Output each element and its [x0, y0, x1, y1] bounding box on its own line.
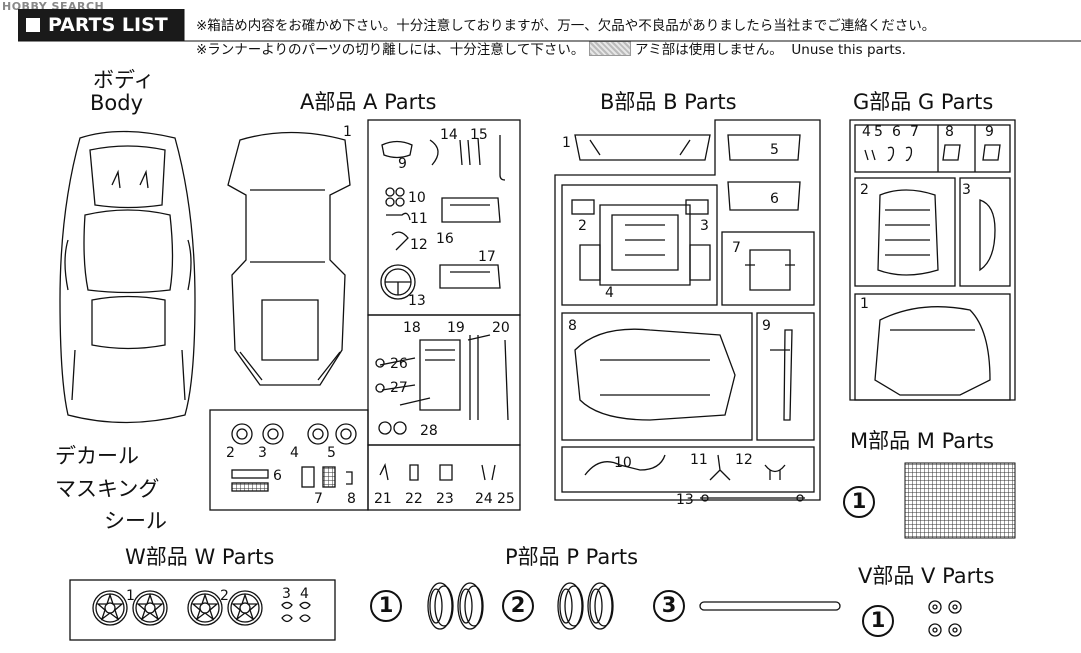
a-num: 2: [226, 445, 235, 461]
m-parts-label: M部品 M Parts: [850, 429, 994, 453]
b-num: 4: [605, 285, 614, 301]
p-circled-number-1: 1: [370, 590, 402, 622]
w-num: 1: [126, 588, 135, 604]
note-line-2a: ※ランナーよりのパーツの切り離しには、十分注意して下さい。: [196, 42, 585, 58]
p-circled-number-2: 2: [502, 590, 534, 622]
g-num: 8: [945, 124, 954, 140]
g-parts-label: G部品 G Parts: [853, 90, 994, 114]
a-parts-runner: [209, 119, 521, 511]
b-num: 1: [562, 135, 571, 151]
b-num: 12: [735, 452, 753, 468]
g-num: 7: [910, 124, 919, 140]
a-num: 12: [410, 237, 428, 253]
a-num: 3: [258, 445, 267, 461]
g-num: 3: [962, 182, 971, 198]
a-num: 28: [420, 423, 438, 439]
a-num: 20: [492, 320, 510, 336]
m-parts-mesh: [904, 462, 1016, 539]
b-parts-runner: [554, 119, 821, 502]
a-num: 4: [290, 445, 299, 461]
a-num: 23: [436, 491, 454, 507]
a-num: 21: [374, 491, 392, 507]
v-circled-number: 1: [862, 605, 894, 637]
p-parts-label: P部品 P Parts: [505, 545, 639, 569]
b-parts-label: B部品 B Parts: [600, 90, 737, 114]
a-num: 25: [497, 491, 515, 507]
note-line-2b: アミ部は使用しません。: [634, 42, 783, 58]
a-num: 24: [475, 491, 493, 507]
v-parts: [928, 600, 962, 637]
a-num: 5: [327, 445, 336, 461]
b-num: 6: [770, 191, 779, 207]
w-parts-runner: [69, 579, 336, 641]
a-num: 7: [314, 491, 323, 507]
a-num: 17: [478, 249, 496, 265]
b-num: 7: [732, 240, 741, 256]
p-parts-tires: [427, 582, 841, 630]
note-line-2: ※ランナーよりのパーツの切り離しには、十分注意して下さい。 アミ部は使用しません…: [196, 38, 906, 58]
w-num: 4: [300, 586, 309, 602]
body-drawing: [59, 130, 196, 424]
a-num: 16: [436, 231, 454, 247]
g-num: 4: [862, 124, 871, 140]
a-num: 13: [408, 293, 426, 309]
b-num: 2: [578, 218, 587, 234]
m-circled-number: 1: [843, 486, 875, 518]
parts-list-title: PARTS LIST: [18, 9, 184, 41]
a-num: 18: [403, 320, 421, 336]
a-parts-label: A部品 A Parts: [300, 90, 437, 114]
a-num: 11: [410, 211, 428, 227]
seal-label: シール: [104, 509, 167, 533]
a-num: 8: [347, 491, 356, 507]
g-num: 1: [860, 296, 869, 312]
v-parts-label: V部品 V Parts: [858, 564, 995, 588]
a-num: 19: [447, 320, 465, 336]
a-num: 6: [273, 468, 282, 484]
a-num: 14: [440, 127, 458, 143]
title-text: PARTS LIST: [48, 14, 168, 36]
title-square-icon: [26, 18, 40, 32]
masking-label: マスキング: [55, 477, 160, 501]
note-line-1: ※箱詰め内容をお確かめ下さい。十分注意しておりますが、万一、欠品や不良品がありま…: [196, 18, 936, 34]
g-parts-runner: [849, 119, 1016, 401]
a-num: 9: [398, 156, 407, 172]
body-label-en: Body: [90, 91, 144, 115]
p-circled-number-3: 3: [653, 590, 685, 622]
b-num: 9: [762, 318, 771, 334]
g-num: 6: [892, 124, 901, 140]
a-num: 1: [343, 124, 352, 140]
w-parts-label: W部品 W Parts: [125, 545, 275, 569]
b-num: 8: [568, 318, 577, 334]
note-line-2c: Unuse this parts.: [791, 42, 906, 58]
a-num: 22: [405, 491, 423, 507]
body-label-jp: ボディ: [93, 68, 155, 92]
g-num: 9: [985, 124, 994, 140]
g-num: 2: [860, 182, 869, 198]
w-num: 2: [220, 588, 229, 604]
a-num: 15: [470, 127, 488, 143]
b-num: 11: [690, 452, 708, 468]
decal-label: デカール: [55, 444, 139, 468]
b-num: 3: [700, 218, 709, 234]
b-num: 5: [770, 142, 779, 158]
a-num: 10: [408, 190, 426, 206]
g-num: 5: [874, 124, 883, 140]
w-num: 3: [282, 586, 291, 602]
